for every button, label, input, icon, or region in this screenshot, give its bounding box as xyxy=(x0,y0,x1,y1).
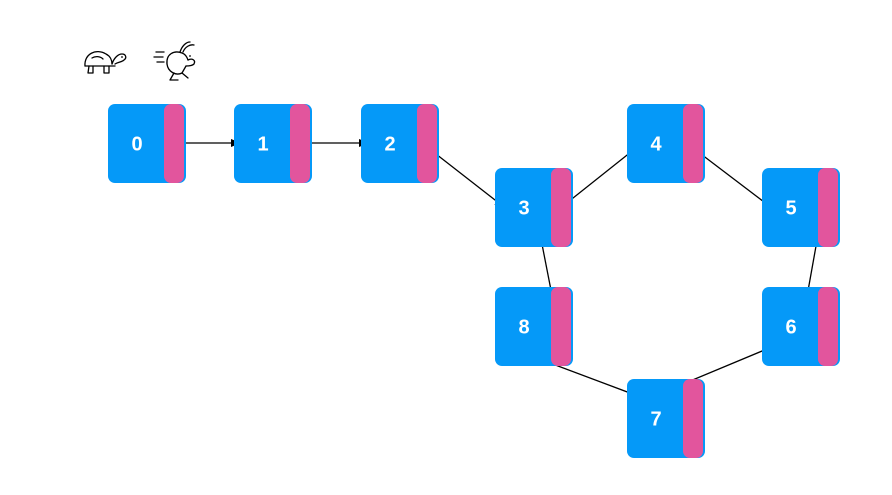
node-7: 7 xyxy=(627,379,705,458)
next-pointer-field xyxy=(683,104,703,183)
next-pointer-field xyxy=(551,168,571,247)
next-pointer-field xyxy=(818,168,838,247)
rabbit-icon xyxy=(153,41,196,81)
node-4: 4 xyxy=(627,104,705,183)
edge-2-to-3 xyxy=(426,146,505,208)
next-pointer-field xyxy=(683,379,703,458)
next-pointer-field xyxy=(417,104,437,183)
tortoise-icon xyxy=(84,51,127,74)
node-label: 1 xyxy=(257,134,268,156)
edge-4-to-5 xyxy=(692,147,773,209)
node-1: 1 xyxy=(234,104,312,183)
next-pointer-field xyxy=(551,287,571,366)
node-2: 2 xyxy=(361,104,439,183)
node-0: 0 xyxy=(108,104,186,183)
node-label: 8 xyxy=(518,317,529,339)
node-label: 5 xyxy=(785,198,796,220)
node-8: 8 xyxy=(495,287,573,366)
node-label: 7 xyxy=(650,409,661,431)
node-label: 4 xyxy=(650,134,662,156)
node-3: 3 xyxy=(495,168,573,247)
node-label: 0 xyxy=(131,134,142,156)
node-label: 6 xyxy=(785,317,796,339)
nodes-layer: 0 1 2 3 4 5 6 7 8 xyxy=(108,104,840,458)
node-6: 6 xyxy=(762,287,840,366)
next-pointer-field xyxy=(164,104,184,183)
next-pointer-field xyxy=(818,287,838,366)
node-5: 5 xyxy=(762,168,840,247)
node-label: 2 xyxy=(384,134,395,156)
next-pointer-field xyxy=(290,104,310,183)
node-label: 3 xyxy=(518,198,529,220)
